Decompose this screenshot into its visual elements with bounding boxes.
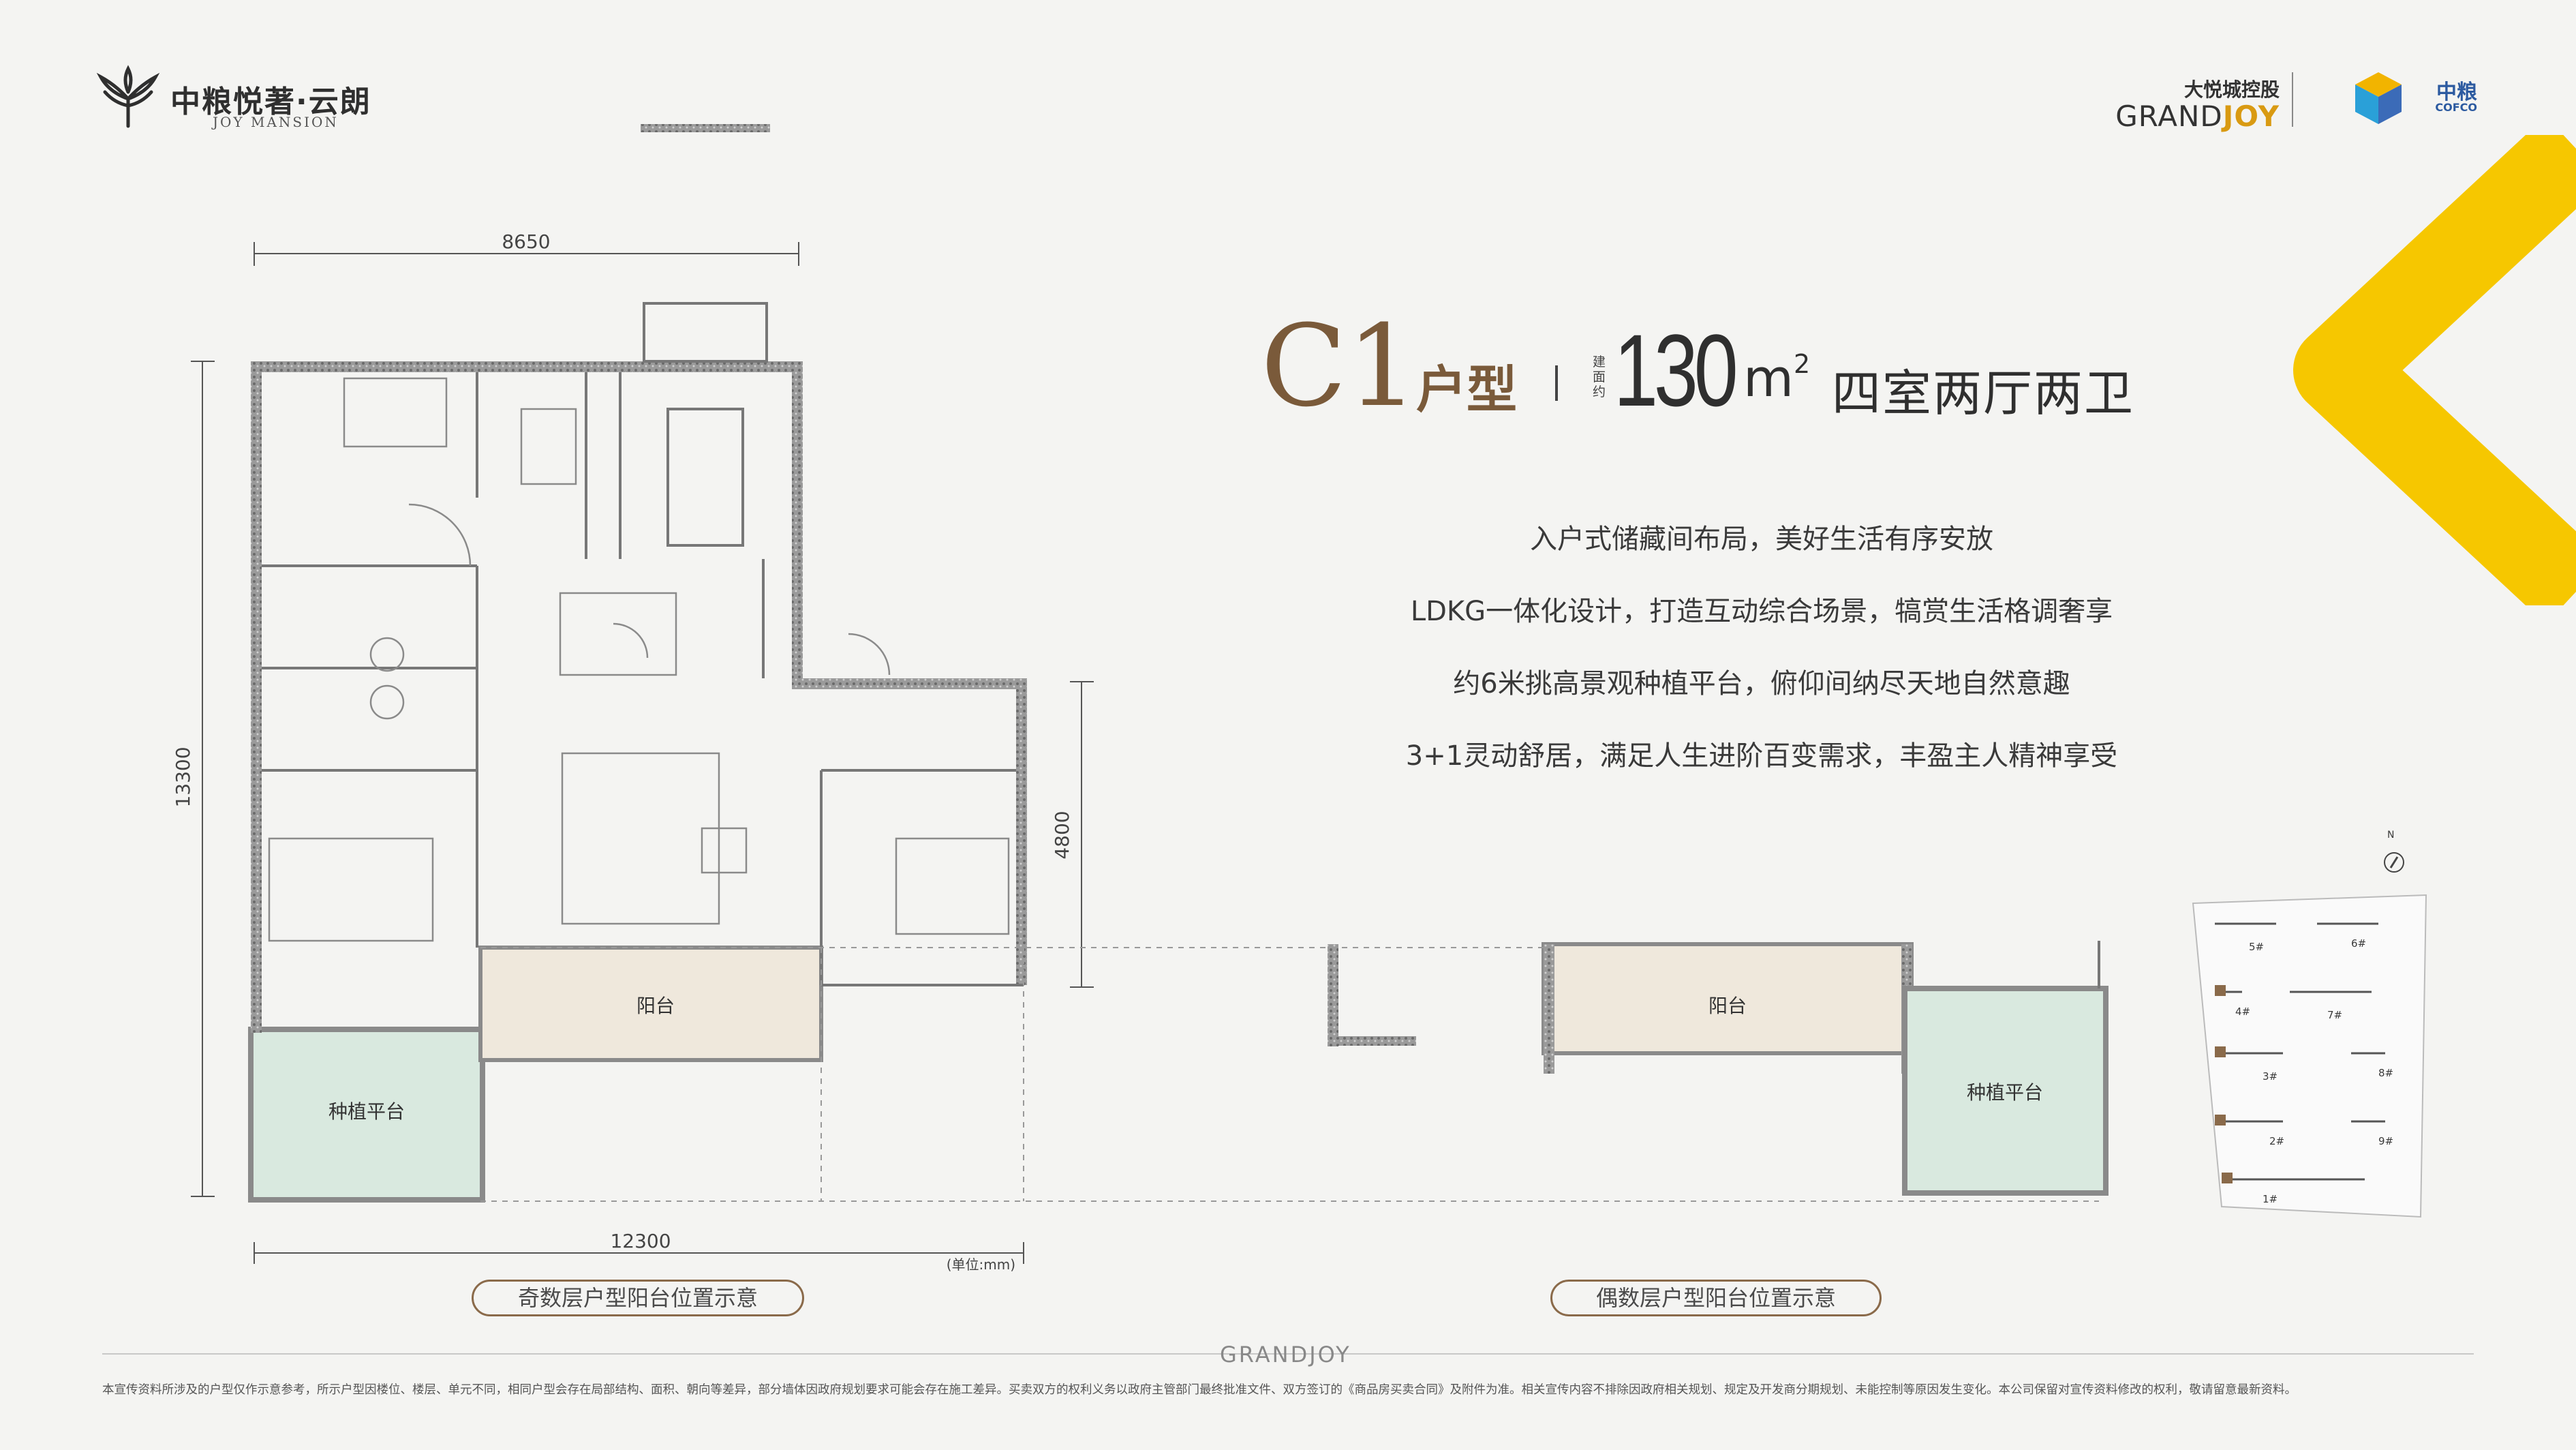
feature-line: 3+1灵动舒居，满足人生进阶百变需求，丰盈主人精神享受 bbox=[1405, 740, 2118, 772]
building-label: 5# bbox=[2249, 941, 2265, 953]
building-label: 2# bbox=[2269, 1135, 2285, 1147]
chevron-left-decoration bbox=[2293, 135, 2576, 605]
building-label: 7# bbox=[2327, 1009, 2343, 1021]
brand-name: 中粮悦著·云朗 bbox=[170, 85, 371, 119]
dim-left: 13300 bbox=[172, 746, 194, 807]
unit-title: C1 户型 建面约 130 m2 四室两厅两卫 bbox=[1261, 300, 2215, 436]
building-label: 3# bbox=[2263, 1070, 2278, 1083]
dim-right: 4800 bbox=[1051, 811, 1073, 859]
interior-walls bbox=[262, 302, 1024, 986]
compass-icon bbox=[2384, 852, 2404, 873]
disclaimer-text: 本宣传资料所涉及的户型仅作示意参考，所示户型因楼位、楼层、单元不同，相同户型会存… bbox=[102, 1383, 2297, 1397]
brand-name-en: JOY MANSION bbox=[213, 114, 339, 130]
dim-top: 8650 bbox=[502, 230, 550, 253]
dimension-lines bbox=[191, 242, 1094, 1264]
building-label: 6# bbox=[2351, 937, 2367, 950]
cofco-name-en: COFCO bbox=[2435, 101, 2477, 114]
odd-floor-caption: 奇数层户型阳台位置示意 bbox=[472, 1280, 804, 1316]
area-note: 建面约 bbox=[1593, 354, 1606, 399]
building-label: 8# bbox=[2378, 1067, 2394, 1079]
logo-divider bbox=[2292, 72, 2293, 127]
north-label: N bbox=[2387, 830, 2395, 841]
grandjoy-logo: GRANDJOY bbox=[2115, 100, 2280, 133]
exterior-walls bbox=[251, 124, 1027, 1033]
area-value: 130 bbox=[1614, 313, 1738, 427]
unit-note: (单位:mm) bbox=[947, 1256, 1015, 1273]
cofco-name: 中粮 bbox=[2436, 80, 2477, 104]
cofco-cube-icon bbox=[2355, 72, 2402, 124]
title-divider bbox=[1555, 365, 1558, 401]
dim-bottom: 12300 bbox=[610, 1230, 671, 1252]
building-label: 1# bbox=[2263, 1193, 2278, 1205]
building-label: 4# bbox=[2235, 1006, 2251, 1018]
planting-platform bbox=[248, 1027, 485, 1203]
site-map: N 5# 6# 4# 7# 3# 8# 2# 9# 1# bbox=[2188, 830, 2433, 1224]
guide-lines bbox=[480, 947, 2099, 1202]
furniture bbox=[268, 377, 1010, 942]
footer-divider bbox=[102, 1353, 2474, 1355]
room-layout: 四室两厅两卫 bbox=[1832, 365, 2135, 422]
balcony-label-even: 阳台 bbox=[1708, 995, 1747, 1017]
partner-logos: 大悦城控股 GRANDJOY 中粮 COFCO bbox=[2115, 68, 2477, 133]
balcony bbox=[478, 946, 823, 1062]
planting-label: 种植平台 bbox=[328, 1100, 405, 1123]
grandjoy-a: GRAND bbox=[2115, 100, 2223, 133]
planting-label-even: 种植平台 bbox=[1967, 1081, 2043, 1104]
feature-line: LDKG一体化设计，打造互动综合场景，犒赏生活格调奢享 bbox=[1410, 596, 2113, 627]
site-plan-diagram bbox=[2192, 852, 2427, 1218]
feature-line: 约6米挑高景观种植平台，俯仰间纳尽天地自然意趣 bbox=[1453, 668, 2070, 699]
area-unit-sup: 2 bbox=[1794, 349, 1811, 379]
area-unit: m2 bbox=[1743, 348, 1810, 408]
unit-type-code: C1 bbox=[1261, 301, 1419, 432]
balcony-label: 阳台 bbox=[637, 995, 675, 1017]
grandjoy-b: JOY bbox=[2222, 100, 2280, 133]
even-floor-balcony-plan: 阳台 种植平台 bbox=[1328, 941, 2109, 1196]
area-unit-m: m bbox=[1743, 348, 1794, 408]
feature-line: 入户式储藏间布局，美好生活有序安放 bbox=[1530, 524, 1993, 555]
developer-name: 大悦城控股 bbox=[2183, 78, 2280, 101]
building-label: 9# bbox=[2378, 1135, 2394, 1147]
even-floor-caption: 偶数层户型阳台位置示意 bbox=[1550, 1280, 1882, 1316]
unit-type-suffix: 户型 bbox=[1416, 361, 1517, 419]
leaf-logo-icon bbox=[96, 65, 160, 128]
footer-logo: GRANDJOY bbox=[1220, 1342, 1351, 1368]
